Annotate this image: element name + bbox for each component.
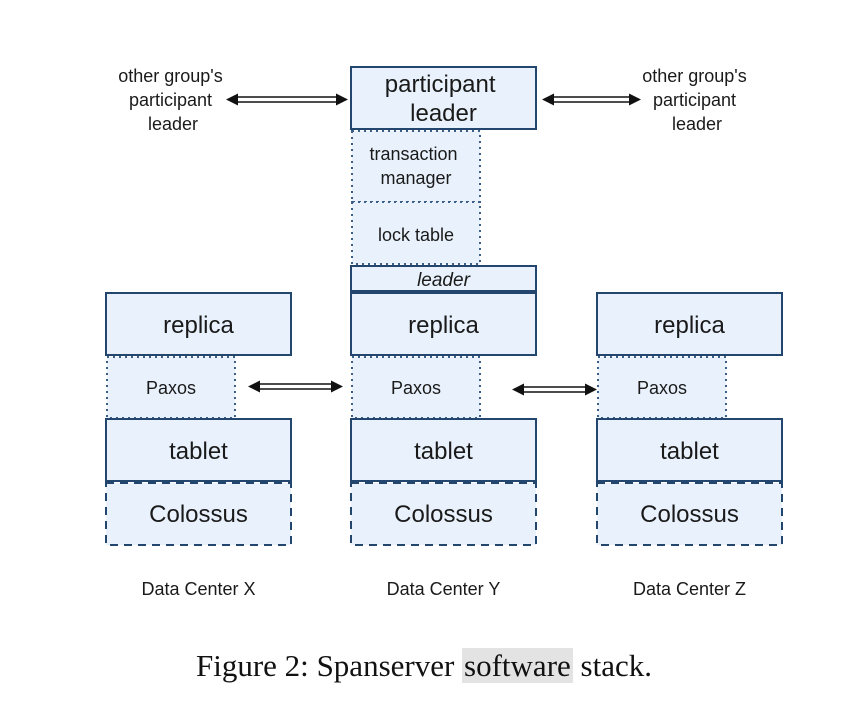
other-group-left-line3: leader: [148, 114, 198, 134]
replica-label-x: replica: [163, 312, 234, 339]
caption-after: stack.: [580, 648, 652, 683]
colossus-label-y: Colossus: [394, 501, 493, 528]
lock-table-label: lock table: [378, 225, 454, 245]
replica-label-z: replica: [654, 312, 725, 339]
data-center-label-x: Data Center X: [141, 579, 255, 599]
paxos-label-x: Paxos: [146, 378, 196, 398]
spanserver-diagram: other group's participant leader other g…: [105, 66, 783, 599]
lock-table-box: [351, 201, 481, 265]
double-arrow-top-right: [542, 93, 641, 106]
data-center-label-z: Data Center Z: [633, 579, 746, 599]
other-group-left-line1: other group's: [118, 66, 223, 86]
double-arrow-paxos-x-y: [248, 380, 343, 393]
replica-box-y: [350, 292, 537, 356]
tablet-label-z: tablet: [660, 438, 719, 465]
other-group-left-label: other group's participant leader: [118, 66, 228, 134]
data-center-label-y: Data Center Y: [387, 579, 501, 599]
leader-box: [350, 265, 537, 292]
other-group-left-line2: participant: [129, 90, 212, 110]
paxos-label-y: Paxos: [391, 378, 441, 398]
participant-leader-line1: participant: [385, 71, 496, 98]
data-center-y: replica Paxos tablet Colossus Data Cente…: [350, 292, 537, 599]
replica-box-z: [596, 292, 783, 356]
data-center-x: replica Paxos tablet Colossus Data Cente…: [105, 292, 292, 599]
leader-label: leader: [417, 270, 470, 291]
other-group-right-line2: participant: [653, 90, 736, 110]
colossus-box-y: [350, 482, 537, 546]
participant-leader-box: [350, 66, 537, 130]
participant-leader-label: participant leader: [385, 71, 502, 127]
participant-leader-line2: leader: [410, 100, 477, 127]
colossus-box-z: [596, 482, 783, 546]
transaction-manager-line1: transaction: [369, 144, 457, 164]
transaction-manager-box: [351, 130, 481, 203]
other-group-right-line3: leader: [672, 114, 722, 134]
tablet-label-x: tablet: [169, 438, 228, 465]
other-group-right-line1: other group's: [642, 66, 747, 86]
tablet-box-y: [350, 418, 537, 482]
transaction-manager-label: transaction manager: [369, 144, 462, 188]
tablet-box-z: [596, 418, 783, 482]
transaction-manager-line2: manager: [380, 168, 451, 188]
caption-prefix: Figure 2:: [196, 648, 309, 683]
figure-caption: Figure 2: Spanserver software stack.: [0, 648, 848, 684]
colossus-box-x: [105, 482, 292, 546]
paxos-label-z: Paxos: [637, 378, 687, 398]
tablet-box-x: [105, 418, 292, 482]
double-arrow-top-left: [226, 93, 348, 106]
double-arrow-paxos-y-z: [512, 383, 597, 396]
colossus-label-x: Colossus: [149, 501, 248, 528]
tablet-label-y: tablet: [414, 438, 473, 465]
replica-box-x: [105, 292, 292, 356]
colossus-label-z: Colossus: [640, 501, 739, 528]
other-group-right-label: other group's participant leader: [642, 66, 752, 134]
caption-before: Spanserver: [316, 648, 455, 683]
replica-label-y: replica: [408, 312, 479, 339]
data-center-z: replica Paxos tablet Colossus Data Cente…: [596, 292, 783, 599]
caption-highlight: software: [462, 648, 573, 683]
